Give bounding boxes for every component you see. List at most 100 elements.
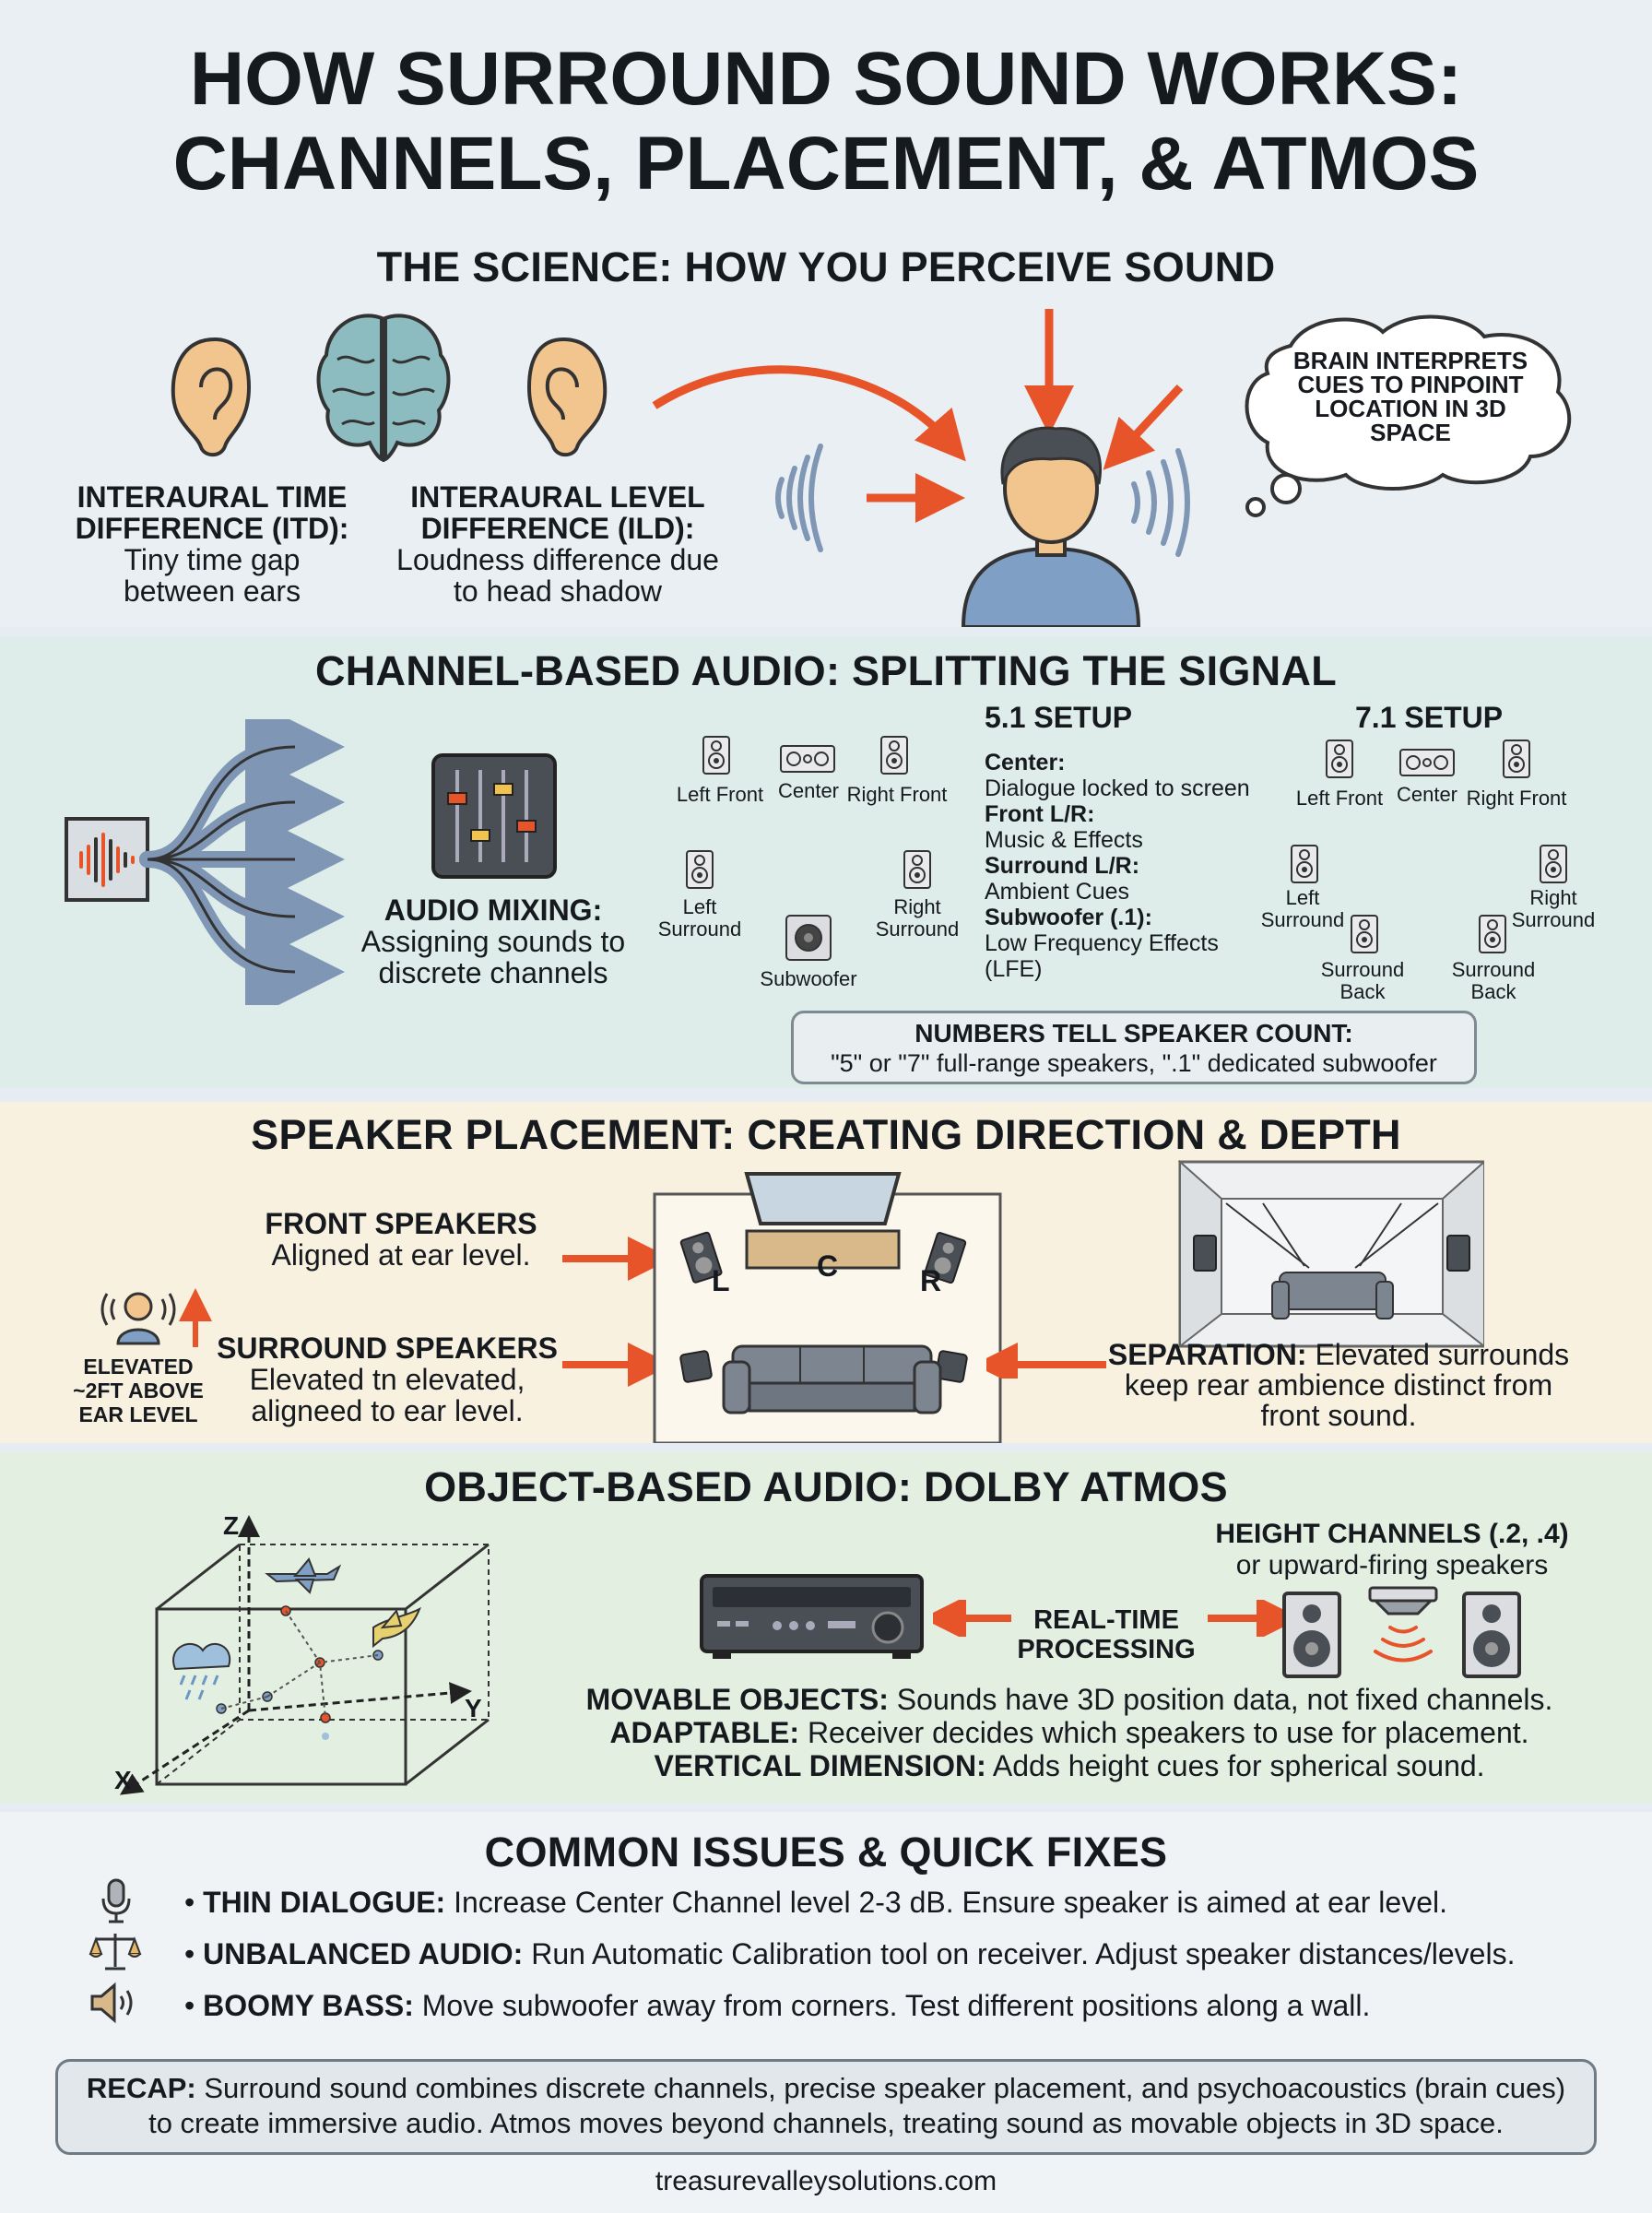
science-heading: THE SCIENCE: HOW YOU PERCEIVE SOUND [376, 243, 1276, 290]
atmos-heading: OBJECT-BASED AUDIO: DOLBY ATMOS [424, 1463, 1228, 1510]
speaker-count-text: "5" or "7" full-range speakers, ".1" ded… [831, 1049, 1437, 1077]
atmos-point-label: VERTICAL DIMENSION: [654, 1749, 986, 1782]
mixer-icon [431, 753, 557, 879]
axis-y-label: Y [465, 1694, 482, 1722]
speaker-7-1-rb-label: Surround Back [1451, 958, 1536, 1003]
speaker-5-1-ls-label: Left Surround [657, 895, 742, 941]
speaker-count-box: NUMBERS TELL SPEAKER COUNT: "5" or "7" f… [791, 1011, 1477, 1084]
issue-text: Run Automatic Calibration tool on receiv… [531, 1937, 1516, 1970]
atmos-point-text: Adds height cues for spherical sound. [992, 1749, 1485, 1782]
atmos-point-text: Sounds have 3D position data, not fixed … [896, 1683, 1553, 1716]
signal-split-diagram [65, 719, 345, 1005]
recap-text: Surround sound combines discrete channel… [148, 2072, 1566, 2139]
mixing-block: AUDIO MIXING: Assigning sounds to discre… [350, 894, 636, 988]
issue-item: • UNBALANCED AUDIO: Run Automatic Calibr… [184, 1937, 1516, 1970]
itd-title: INTERAURAL TIME DIFFERENCE (ITD): [75, 480, 349, 545]
channel-section: CHANNEL-BASED AUDIO: SPLITTING THE SIGNA… [0, 636, 1652, 1088]
speaker-count-title: NUMBERS TELL SPEAKER COUNT: [914, 1019, 1353, 1047]
speaker-7-1-rs-icon [1540, 845, 1567, 883]
speaker-7-1-ls-icon [1291, 845, 1318, 883]
footer-url[interactable]: treasurevalleysolutions.com [655, 2166, 997, 2196]
scale-icon [88, 1934, 142, 1970]
axis-x-label: X [114, 1766, 132, 1794]
speaker-7-1-ls-label: Left Surround [1260, 886, 1345, 931]
atmos-points: MOVABLE OBJECTS: Sounds have 3D position… [562, 1683, 1576, 1782]
speaker-5-1-center-label: Center [777, 779, 840, 802]
speaker-5-1-rf-label: Right Front [846, 783, 948, 806]
left-ear-icon [171, 337, 252, 457]
height-channels-text: or upward-firing speakers [1235, 1550, 1549, 1580]
ild-text: Loudness difference due to head shadow [396, 543, 719, 608]
issue-item: • THIN DIALOGUE: Increase Center Channel… [184, 1886, 1447, 1919]
elevated-listener-icon [100, 1288, 212, 1347]
placement-section: SPEAKER PLACEMENT: CREATING DIRECTION & … [0, 1102, 1652, 1443]
setup-5-1-item-text: Dialogue locked to screen [985, 775, 1250, 801]
3d-space-diagram [119, 1515, 490, 1795]
issue-item: • BOOMY BASS: Move subwoofer away from c… [184, 1989, 1371, 2022]
setup-5-1-heading: 5.1 SETUP [985, 701, 1133, 734]
speaker-7-1-rf-icon [1503, 740, 1530, 778]
title-line-2: CHANNELS, PLACEMENT, & ATMOS [172, 122, 1480, 206]
speaker-7-1-rf-label: Right Front [1466, 787, 1567, 810]
recap-label: RECAP: [86, 2072, 196, 2104]
setup-5-1-item-text: Low Frequency Effects (LFE) [985, 930, 1219, 982]
issue-label: UNBALANCED AUDIO: [203, 1937, 524, 1970]
front-right-speaker [924, 1232, 967, 1284]
height-channels-block: HEIGHT CHANNELS (.2, .4) or upward-firin… [1198, 1519, 1586, 1581]
speaker-7-1-lf-icon [1326, 740, 1353, 778]
atmos-point-text: Receiver decides which speakers to use f… [807, 1716, 1529, 1749]
separation-title: SEPARATION: [1107, 1338, 1307, 1371]
setup-5-1-info: 5.1 SETUP Center: Dialogue locked to scr… [985, 701, 1252, 982]
speaker-7-1-center-label: Center [1396, 783, 1458, 806]
setup-5-1-item-label: Center: [985, 750, 1066, 775]
speaker-7-1-center-icon [1399, 749, 1455, 776]
room-diagram [562, 1172, 1002, 1443]
front-left-letter: L [712, 1264, 730, 1297]
surround-speakers-text: Elevated tn elevated, aligneed to ear le… [249, 1363, 525, 1427]
placement-heading: SPEAKER PLACEMENT: CREATING DIRECTION & … [251, 1111, 1401, 1158]
cloud-rain-icon [172, 1642, 231, 1700]
elevated-label: ELEVATED ~2FT ABOVE EAR LEVEL [73, 1355, 204, 1426]
av-receiver-icon [700, 1574, 924, 1659]
front-right-letter: R [920, 1264, 942, 1297]
surround-speakers-block: SURROUND SPEAKERS Elevated tn elevated, … [207, 1332, 567, 1426]
ild-block: INTERAURAL LEVEL DIFFERENCE (ILD): Loudn… [387, 481, 728, 607]
atmos-point: VERTICAL DIMENSION: Adds height cues for… [562, 1749, 1576, 1782]
atmos-point-label: MOVABLE OBJECTS: [585, 1683, 889, 1716]
audio-signal-box [65, 817, 149, 902]
issue-text: Increase Center Channel level 2-3 dB. En… [454, 1886, 1447, 1919]
brain-icon [316, 314, 451, 463]
speaker-5-1-ls-icon [686, 850, 714, 889]
science-section: THE SCIENCE: HOW YOU PERCEIVE SOUND INTE… [0, 231, 1652, 627]
height-channels-title: HEIGHT CHANNELS (.2, .4) [1215, 1519, 1569, 1549]
setup-5-1-item-text: Ambient Cues [985, 879, 1130, 905]
bird-icon [372, 1606, 421, 1649]
atmos-point-label: ADAPTABLE: [609, 1716, 800, 1749]
separation-text: Elevated surrounds keep rear ambience di… [1124, 1338, 1570, 1432]
speaker-5-1-rs-label: Right Surround [875, 895, 960, 941]
issue-text: Move subwoofer away from corners. Test d… [421, 1989, 1371, 2022]
perception-diagram [652, 309, 1190, 627]
processing-arrows [933, 1600, 1292, 1637]
atmos-section: OBJECT-BASED AUDIO: DOLBY ATMOS Z Y X [0, 1452, 1652, 1803]
front-left-speaker [679, 1231, 723, 1284]
title-section: HOW SURROUND SOUND WORKS: CHANNELS, PLAC… [0, 0, 1652, 231]
tv-icon [744, 1172, 902, 1270]
thought-bubble [1245, 314, 1572, 517]
sound-waves-left [775, 444, 823, 552]
front-speakers-block: FRONT SPEAKERS Aligned at ear level. [240, 1208, 562, 1271]
height-speakers-icon [1282, 1586, 1521, 1678]
itd-text: Tiny time gap between ears [123, 543, 301, 608]
recap-box: RECAP: Surround sound combines discrete … [55, 2059, 1597, 2155]
bubble-text: BRAIN INTERPRETS CUES TO PINPOINT LOCATI… [1292, 347, 1528, 446]
center-letter: C [817, 1249, 839, 1283]
speaker-5-1-rf-icon [880, 736, 908, 775]
speaker-5-1-center-icon [780, 745, 835, 773]
issue-label: THIN DIALOGUE: [203, 1886, 446, 1919]
sofa-small-icon [1271, 1272, 1394, 1320]
speaker-7-1-lf-label: Left Front [1295, 787, 1384, 810]
waveform-icon [79, 833, 135, 887]
ild-title: INTERAURAL LEVEL DIFFERENCE (ILD): [410, 480, 705, 545]
speaker-5-1-lf-icon [702, 736, 730, 775]
issues-heading: COMMON ISSUES & QUICK FIXES [484, 1828, 1168, 1876]
